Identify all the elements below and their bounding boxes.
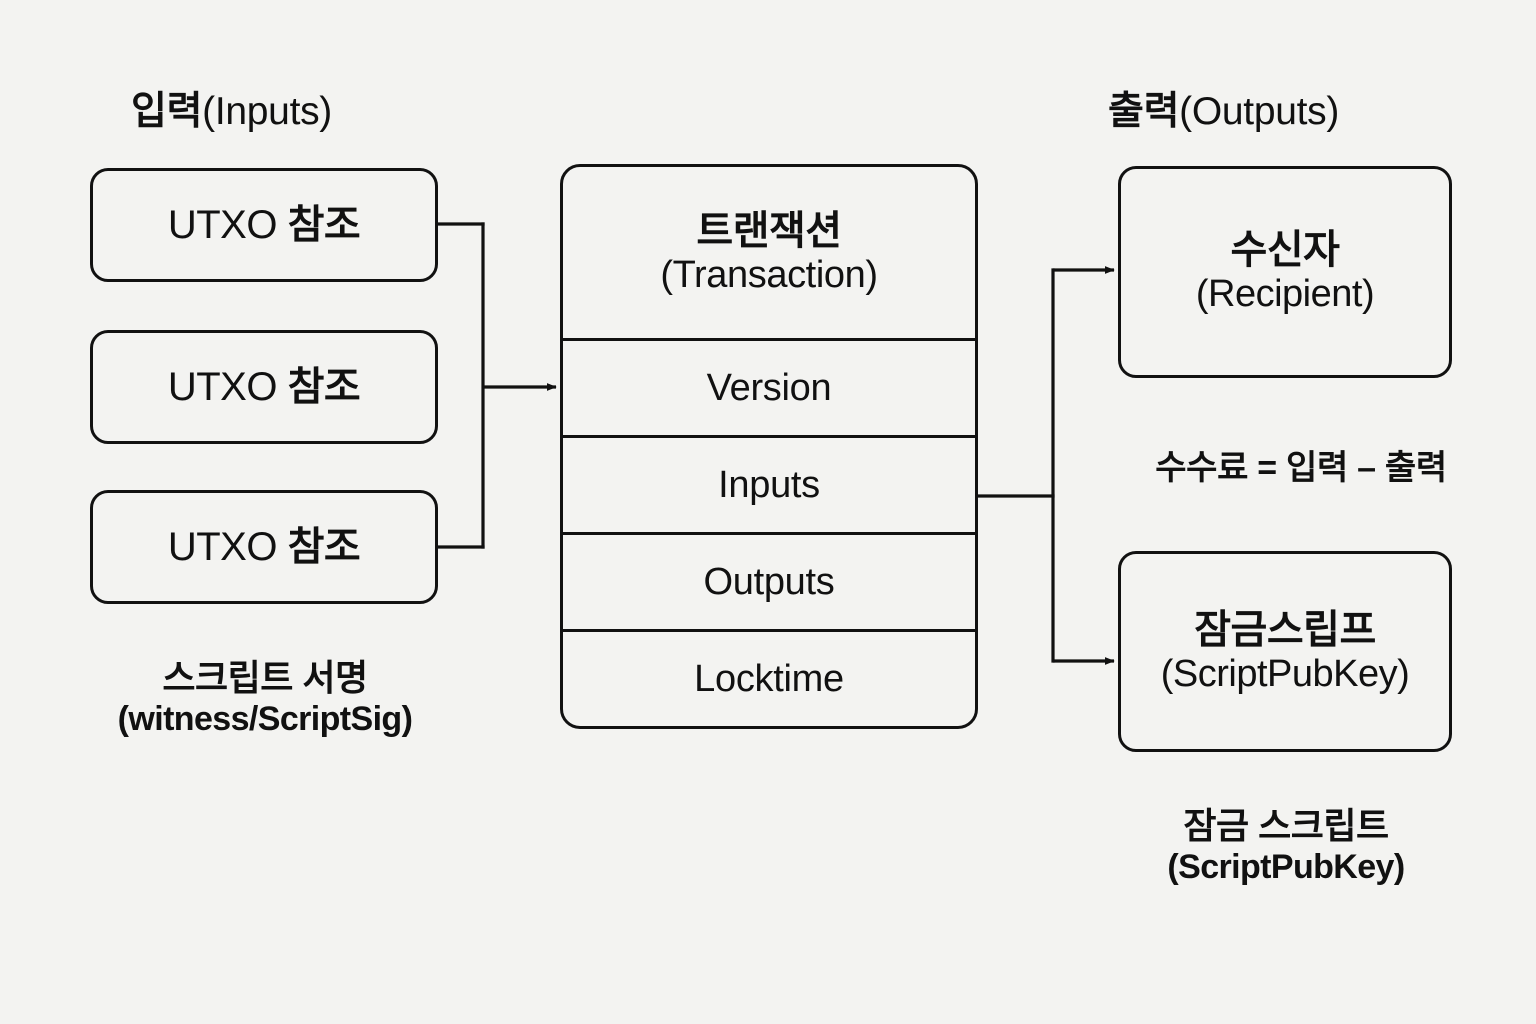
utxo-box-2-label: UTXO 참조 xyxy=(167,365,361,409)
transaction-row-version[interactable]: Version xyxy=(563,341,975,438)
scriptpubkey-box-en: (ScriptPubKey) xyxy=(1160,652,1410,695)
transaction-header: 트랜잭션 (Transaction) xyxy=(563,167,975,341)
utxo-box-3-ko: 참조 xyxy=(287,525,361,569)
transaction-row-version-label: Version xyxy=(706,366,832,409)
inputs-heading-en: (Inputs) xyxy=(202,90,332,133)
utxo-reference-box-2[interactable]: UTXO 참조 xyxy=(90,330,438,444)
scriptsig-caption: 스크립트 서명 (witness/ScriptSig) xyxy=(85,657,445,740)
transaction-row-outputs[interactable]: Outputs xyxy=(563,535,975,632)
scriptpubkey-caption-ko: 잠금 스크립트 xyxy=(1183,805,1389,846)
scriptpubkey-caption-en: (ScriptPubKey) xyxy=(1167,848,1405,887)
scriptpubkey-caption: 잠금 스크립트 (ScriptPubKey) xyxy=(1100,805,1472,888)
transaction-row-locktime-label: Locktime xyxy=(694,657,844,700)
outputs-heading-ko: 출력 xyxy=(1108,90,1180,133)
scriptpubkey-box-ko: 잠금스립프 xyxy=(1194,607,1376,652)
utxo-box-2-en: UTXO xyxy=(167,365,288,409)
scriptpubkey-box[interactable]: 잠금스립프 (ScriptPubKey) xyxy=(1118,551,1452,752)
utxo-reference-box-1[interactable]: UTXO 참조 xyxy=(90,168,438,282)
utxo-box-3-en: UTXO xyxy=(167,525,288,569)
fee-formula-note: 수수료 = 입력 – 출력 xyxy=(1155,449,1447,487)
outputs-heading: 출력(Outputs) xyxy=(1108,92,1339,131)
inputs-heading-ko: 입력 xyxy=(131,90,203,133)
outputs-heading-en: (Outputs) xyxy=(1179,90,1340,133)
transaction-header-ko: 트랜잭션 xyxy=(696,208,842,253)
transaction-header-en: (Transaction) xyxy=(660,253,878,296)
transaction-row-locktime[interactable]: Locktime xyxy=(563,632,975,726)
recipient-box-en: (Recipient) xyxy=(1195,273,1375,316)
scriptsig-caption-en: (witness/ScriptSig) xyxy=(117,700,413,739)
recipient-box[interactable]: 수신자 (Recipient) xyxy=(1118,166,1452,378)
utxo-box-3-label: UTXO 참조 xyxy=(167,525,361,569)
transaction-box[interactable]: 트랜잭션 (Transaction) Version Inputs Output… xyxy=(560,164,978,729)
utxo-box-2-ko: 참조 xyxy=(287,365,361,409)
utxo-reference-box-3[interactable]: UTXO 참조 xyxy=(90,490,438,604)
transaction-row-inputs[interactable]: Inputs xyxy=(563,438,975,535)
transaction-row-inputs-label: Inputs xyxy=(718,463,820,506)
scriptsig-caption-ko: 스크립트 서명 xyxy=(162,657,368,698)
recipient-box-ko: 수신자 xyxy=(1230,228,1340,273)
inputs-heading: 입력(Inputs) xyxy=(131,92,332,131)
utxo-box-1-label: UTXO 참조 xyxy=(167,203,361,247)
utxo-box-1-en: UTXO xyxy=(167,203,288,247)
transaction-row-outputs-label: Outputs xyxy=(703,560,835,603)
utxo-box-1-ko: 참조 xyxy=(287,203,361,247)
